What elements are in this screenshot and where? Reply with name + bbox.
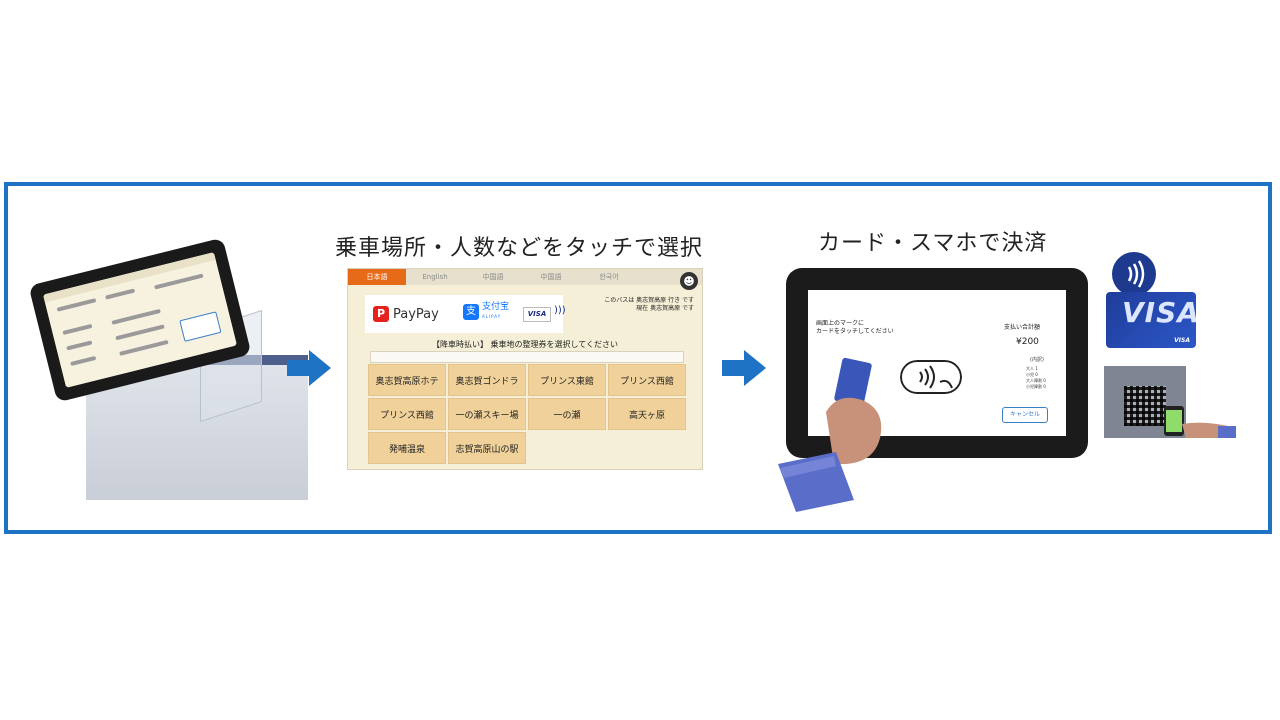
tab-chinese-traditional[interactable]: 中国語 (540, 273, 562, 281)
station-button[interactable]: 志賀高原山の駅 (448, 432, 526, 464)
detail-heading: (内訳) (1030, 357, 1044, 363)
station-button[interactable]: 高天ヶ原 (608, 398, 686, 430)
station-button[interactable]: プリンス東館 (528, 364, 606, 396)
fare-breakdown: 大人 1 小児 0 大人障割 0 小児障割 0 (1026, 366, 1046, 389)
tab-chinese-simplified[interactable]: 中国語 (482, 273, 504, 281)
cancel-button[interactable]: キャンセル (1002, 407, 1048, 423)
paypay-logo: P PayPay (373, 306, 439, 322)
station-select-screen: 日本語 English 中国語 中国語 한국어 ☻ P PayPay 支 支付宝… (347, 268, 703, 470)
visa-logo: VISA (523, 307, 551, 322)
select-step-heading: 乗車場所・人数などをタッチで選択 (335, 236, 704, 261)
tab-korean[interactable]: 한국어 (599, 273, 619, 281)
pay-step-heading: カード・スマホで決済 (818, 231, 1048, 256)
amount-value: ¥200 (1016, 337, 1039, 347)
station-button[interactable]: 一の瀬 (528, 398, 606, 430)
station-button[interactable]: プリンス西館 (368, 398, 446, 430)
tab-english[interactable]: English (422, 273, 448, 281)
paypay-icon: P (373, 306, 389, 322)
station-button[interactable]: 一の瀬スキー場 (448, 398, 526, 430)
qr-scan-photo (1104, 366, 1236, 438)
select-prompt: 【降車時払い】 乗車地の整理券を選択してください (431, 340, 619, 349)
hand-with-card-illustration (778, 357, 882, 512)
fare-kiosk-photo (28, 237, 308, 500)
station-button[interactable]: プリンス西館 (608, 364, 686, 396)
tap-instruction: 画面上のマークに カードをタッチしてください (816, 320, 894, 335)
station-button[interactable]: 奥志賀高原ホテ (368, 364, 446, 396)
station-button[interactable]: 奥志賀ゴンドラ (448, 364, 526, 396)
station-grid: 奥志賀高原ホテ 奥志賀ゴンドラ プリンス東館 プリンス西館 プリンス西館 一の瀬… (368, 364, 686, 464)
tab-japanese[interactable]: 日本語 (348, 269, 406, 285)
alipay-icon: 支 (463, 304, 479, 320)
arrow-right-icon (287, 350, 331, 386)
station-button[interactable]: 発哺温泉 (368, 432, 446, 464)
visa-card-image: VISA VISA (1106, 292, 1196, 348)
smartphone-hand-icon (1164, 406, 1236, 438)
contactless-tap-icon (900, 360, 962, 394)
contactless-icon: ))) (554, 305, 566, 316)
amount-label: 支払い合計額 (1004, 324, 1041, 331)
contactless-bubble-icon (1112, 252, 1156, 296)
route-info: このバスは 奥志賀高原 行き です 現在 奥志賀高原 です (604, 297, 694, 312)
qr-code-icon (1124, 386, 1166, 426)
arrow-right-icon (722, 350, 766, 386)
driver-icon[interactable]: ☻ (680, 272, 698, 290)
language-tabs: 日本語 English 中国語 中国語 한국어 (348, 269, 702, 285)
selection-bar (370, 351, 684, 363)
